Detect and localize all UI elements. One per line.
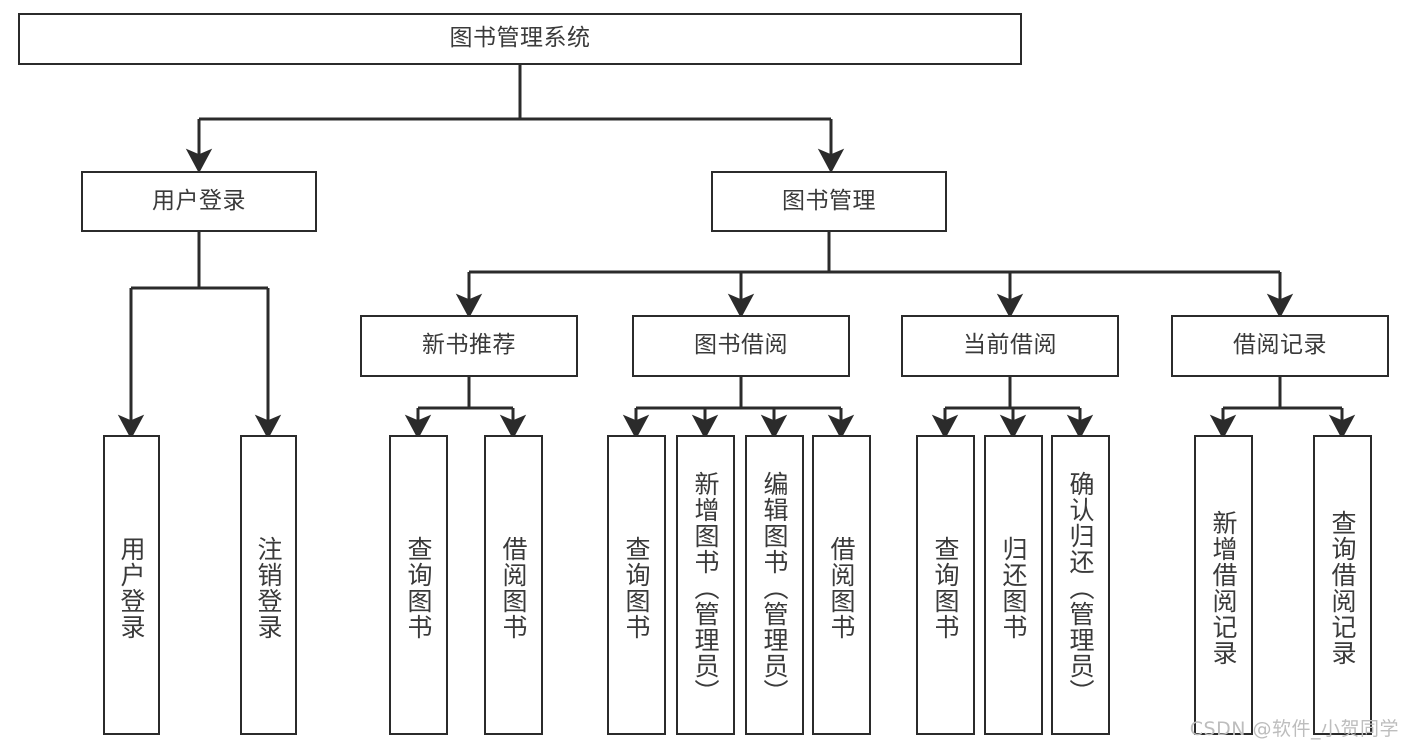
leaf-record-add[interactable]: 新增借阅记录 (1194, 435, 1253, 735)
node-label: 新增图书（管理员） (691, 471, 720, 705)
node-label: 当前借阅 (963, 332, 1057, 359)
watermark: CSDN @软件_小贺同学 (1189, 718, 1399, 740)
node-label: 图书管理 (782, 187, 876, 214)
node-root-system[interactable]: 图书管理系统 (18, 13, 1022, 65)
leaf-borrow-edit-book[interactable]: 编辑图书（管理员） (745, 435, 804, 735)
node-label: 查询图书 (931, 536, 960, 640)
node-user-login[interactable]: 用户登录 (81, 171, 317, 232)
node-label: 新增借阅记录 (1209, 510, 1238, 666)
leaf-current-query-book[interactable]: 查询图书 (916, 435, 975, 735)
node-label: 图书借阅 (694, 332, 788, 359)
node-borrow-record[interactable]: 借阅记录 (1171, 315, 1389, 377)
leaf-new-book-query[interactable]: 查询图书 (389, 435, 448, 735)
node-label: 归还图书 (999, 536, 1028, 640)
leaf-user-login-signin[interactable]: 用户登录 (103, 435, 160, 735)
node-book-management[interactable]: 图书管理 (711, 171, 947, 232)
leaf-record-query[interactable]: 查询借阅记录 (1313, 435, 1372, 735)
node-new-book-recommend[interactable]: 新书推荐 (360, 315, 578, 377)
node-label: 借阅图书 (499, 536, 528, 640)
node-label: 查询借阅记录 (1328, 510, 1357, 666)
node-current-borrow[interactable]: 当前借阅 (901, 315, 1119, 377)
node-label: 确认归还（管理员） (1066, 471, 1095, 705)
node-label: 查询图书 (404, 536, 433, 640)
leaf-new-book-borrow[interactable]: 借阅图书 (484, 435, 543, 735)
leaf-user-login-signout[interactable]: 注销登录 (240, 435, 297, 735)
leaf-borrow-add-book[interactable]: 新增图书（管理员） (676, 435, 735, 735)
node-label: 借阅图书 (827, 536, 856, 640)
leaf-current-confirm-return[interactable]: 确认归还（管理员） (1051, 435, 1110, 735)
leaf-current-return-book[interactable]: 归还图书 (984, 435, 1043, 735)
node-label: 新书推荐 (422, 332, 516, 359)
node-label: 借阅记录 (1233, 332, 1327, 359)
node-label: 查询图书 (622, 536, 651, 640)
node-label: 用户登录 (117, 536, 146, 640)
node-label: 编辑图书（管理员） (760, 471, 789, 705)
leaf-borrow-borrow-book[interactable]: 借阅图书 (812, 435, 871, 735)
leaf-borrow-query-book[interactable]: 查询图书 (607, 435, 666, 735)
node-label: 用户登录 (152, 187, 246, 214)
node-label: 注销登录 (254, 536, 283, 640)
node-label: 图书管理系统 (449, 25, 591, 52)
node-book-borrow[interactable]: 图书借阅 (632, 315, 850, 377)
